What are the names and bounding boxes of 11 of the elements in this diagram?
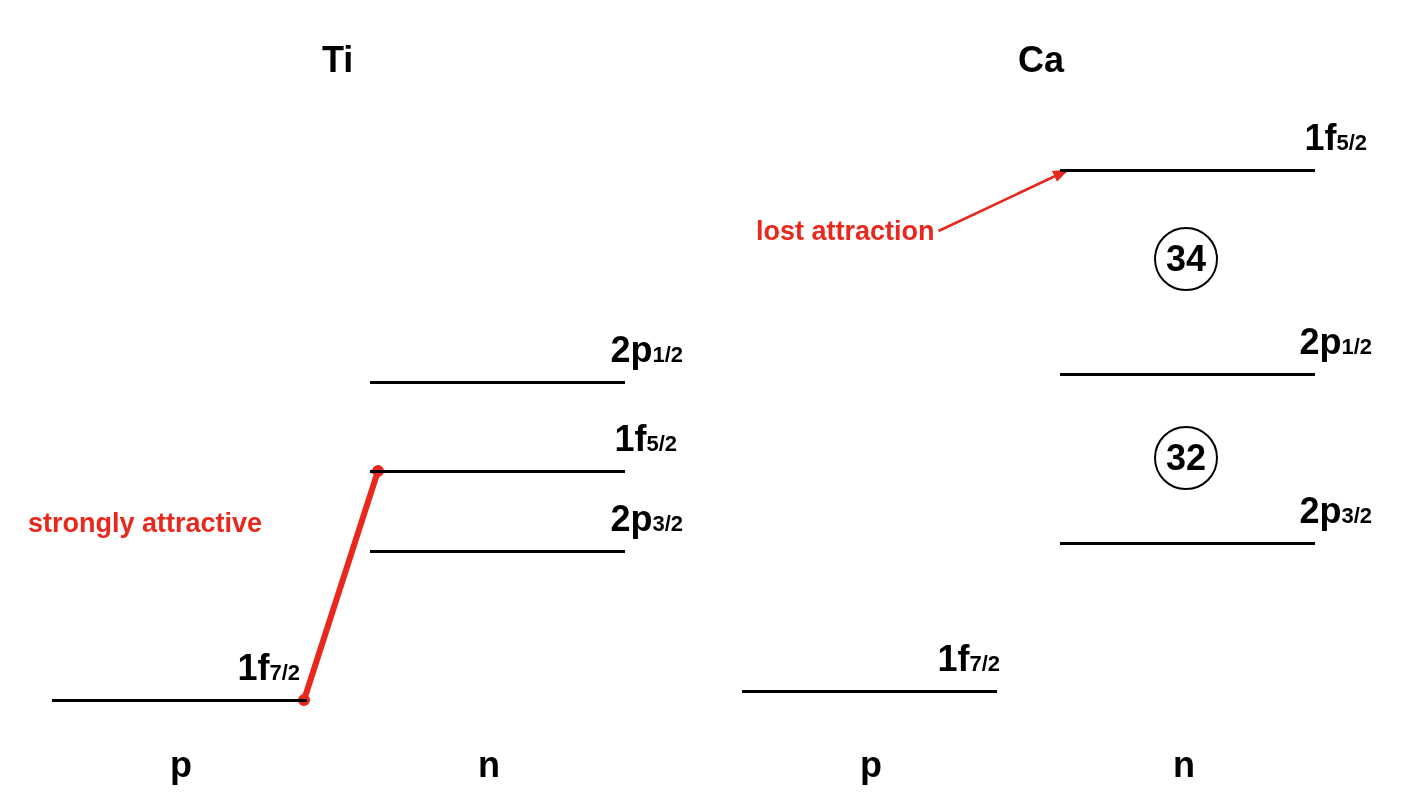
circled-number: 34 bbox=[1154, 227, 1218, 291]
column-label: n bbox=[1173, 745, 1195, 785]
column-label: n bbox=[478, 745, 500, 785]
nucleus-heading: Ti bbox=[322, 40, 354, 80]
connector-line bbox=[298, 465, 384, 706]
arrow bbox=[938, 168, 1069, 233]
column-label: p bbox=[860, 745, 882, 785]
nucleus-heading: Ca bbox=[1018, 40, 1065, 80]
annotation-text: lost attraction bbox=[756, 215, 935, 247]
circled-number: 32 bbox=[1154, 426, 1218, 490]
column-label: p bbox=[170, 745, 192, 785]
